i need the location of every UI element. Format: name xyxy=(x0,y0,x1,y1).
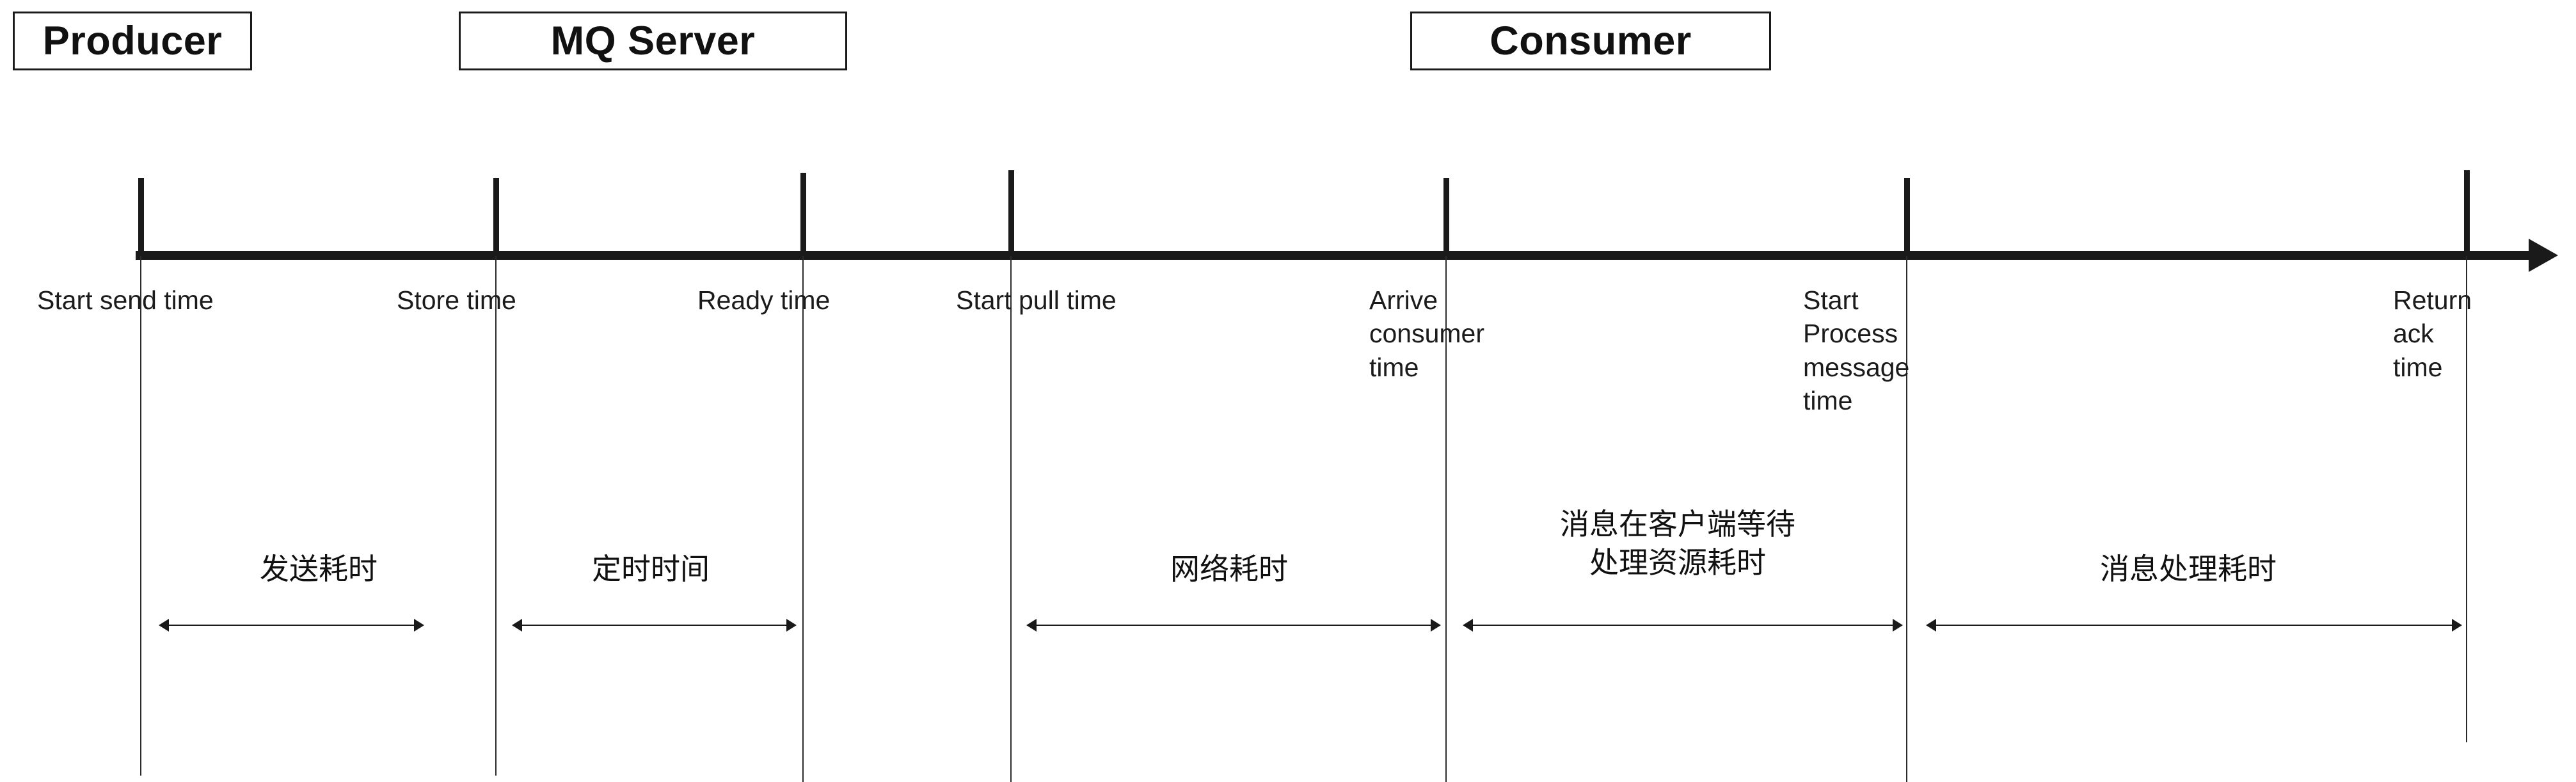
guide-start-process-time xyxy=(1906,256,1907,782)
arrow-head-right-icon xyxy=(1431,619,1441,632)
tick-start-send-time xyxy=(138,178,144,256)
guide-arrive-consumer xyxy=(1445,256,1447,782)
tick-ready-time xyxy=(800,173,806,256)
event-label-ready-time: Ready time xyxy=(697,285,831,315)
tick-store-time xyxy=(493,178,499,256)
tick-return-ack-time xyxy=(2464,170,2470,256)
arrow-head-left-icon xyxy=(159,619,169,632)
span-caption-scheduled-delay: 定时时间 xyxy=(592,552,710,586)
arrow-shaft xyxy=(166,625,417,626)
span-caption-network-cost: 网络耗时 xyxy=(1170,552,1288,586)
guide-return-ack-time xyxy=(2466,256,2467,742)
guide-ready-time xyxy=(802,256,804,782)
span-arrow-send-cost xyxy=(159,616,424,635)
event-label-return-ack-time: Return ack time xyxy=(2393,285,2472,382)
time-axis-line xyxy=(136,251,2529,260)
span-caption-client-wait-resource-cost: 消息在客户端等待 处理资源耗时 xyxy=(1560,507,1795,579)
guide-start-send-time xyxy=(140,256,141,776)
span-arrow-scheduled-delay xyxy=(512,616,797,635)
arrow-head-right-icon xyxy=(2452,619,2462,632)
span-caption-message-process-cost: 消息处理耗时 xyxy=(2100,552,2277,586)
span-arrow-client-wait-resource-cost xyxy=(1463,616,1903,635)
tick-arrive-consumer xyxy=(1443,178,1449,256)
event-label-start-pull-time: Start pull time xyxy=(956,285,1117,315)
arrow-shaft xyxy=(1933,625,2455,626)
tick-start-process-time xyxy=(1904,178,1910,256)
role-box-producer: Producer xyxy=(13,12,252,70)
event-label-store-time: Store time xyxy=(397,285,516,315)
arrow-head-right-icon xyxy=(786,619,797,632)
tick-start-pull-time xyxy=(1008,170,1014,256)
event-label-start-send-time: Start send time xyxy=(37,285,214,315)
span-arrow-network-cost xyxy=(1026,616,1441,635)
role-box-consumer: Consumer xyxy=(1410,12,1771,70)
arrow-head-right-icon xyxy=(1893,619,1903,632)
time-axis-arrow-icon xyxy=(2529,239,2558,272)
arrow-head-right-icon xyxy=(414,619,424,632)
span-caption-send-cost: 发送耗时 xyxy=(260,552,378,586)
arrow-shaft xyxy=(1033,625,1434,626)
event-label-start-process-message-time: Start Process message time xyxy=(1803,285,1910,416)
arrow-head-left-icon xyxy=(1463,619,1473,632)
guide-store-time xyxy=(495,256,497,776)
span-arrow-message-process-cost xyxy=(1926,616,2462,635)
event-label-arrive-consumer-time: Arrive consumer time xyxy=(1369,285,1485,382)
arrow-head-left-icon xyxy=(1926,619,1936,632)
arrow-shaft xyxy=(519,625,790,626)
guide-start-pull-time xyxy=(1010,256,1012,782)
arrow-shaft xyxy=(1470,625,1896,626)
role-box-mq-server: MQ Server xyxy=(459,12,847,70)
arrow-head-left-icon xyxy=(512,619,522,632)
arrow-head-left-icon xyxy=(1026,619,1037,632)
